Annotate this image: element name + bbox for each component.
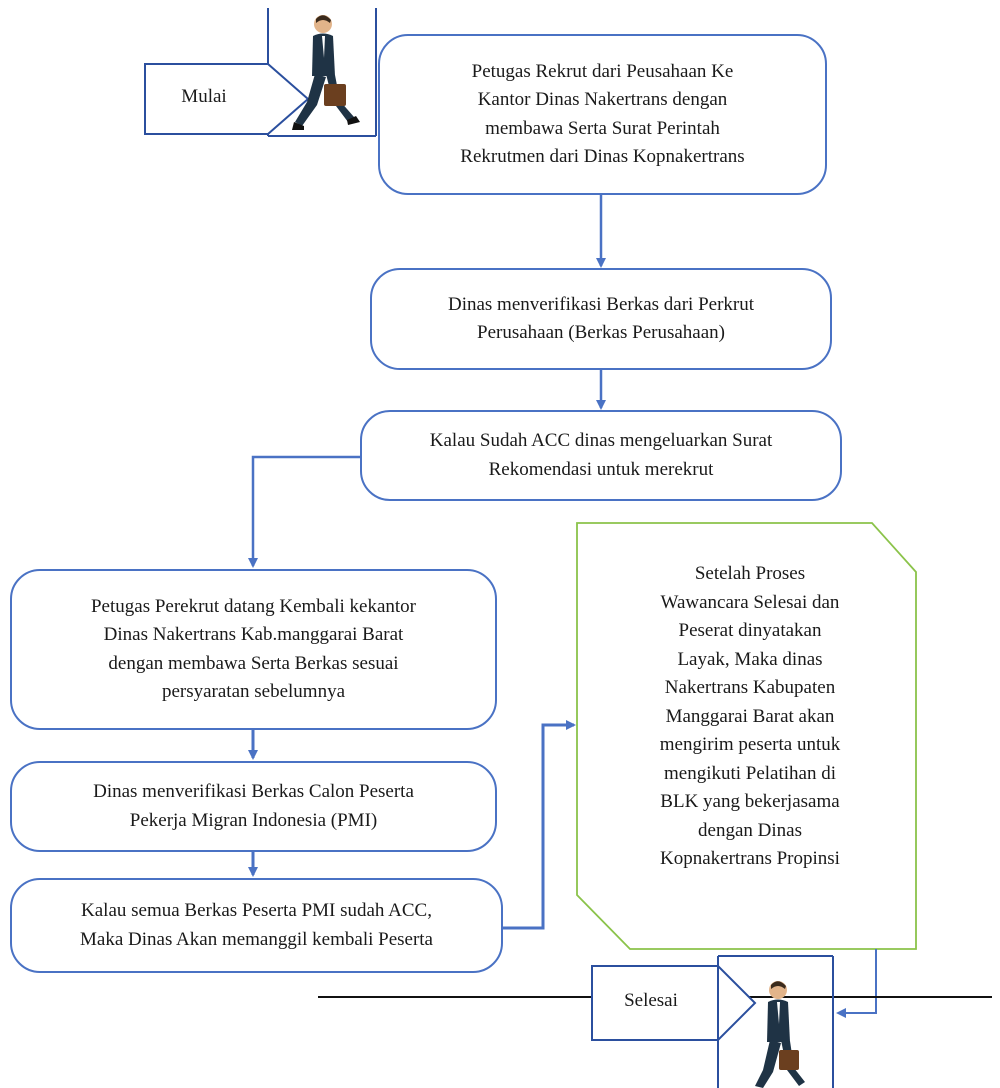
arrow-step6-to-note [503, 720, 576, 930]
walking-person-end-icon [755, 981, 805, 1088]
end-person-frame [717, 955, 834, 1088]
final-note-shape [576, 522, 917, 950]
walking-person-icon [292, 15, 360, 130]
start-terminal-shape [144, 63, 310, 135]
step-2-box: Dinas menverifikasi Berkas dari Perkrut … [370, 268, 832, 370]
step-5-box: Dinas menverifikasi Berkas Calon Peserta… [10, 761, 497, 852]
final-note-text: Setelah Proses Wawancara Selesai dan Pes… [659, 563, 841, 869]
start-label: Mulai [181, 86, 227, 107]
step-6-box: Kalau semua Berkas Peserta PMI sudah ACC… [10, 878, 503, 973]
step-3-box: Kalau Sudah ACC dinas mengeluarkan Surat… [360, 410, 842, 501]
arrow-note-to-end [836, 949, 877, 1018]
end-label: Selesai [624, 990, 678, 1011]
end-terminal-shape [591, 965, 757, 1041]
step-4-box: Petugas Perekrut datang Kembali kekantor… [10, 569, 497, 730]
step-1-box: Petugas Rekrut dari Peusahaan Ke Kantor … [378, 34, 827, 195]
arrow-step3-to-step4 [248, 455, 360, 568]
